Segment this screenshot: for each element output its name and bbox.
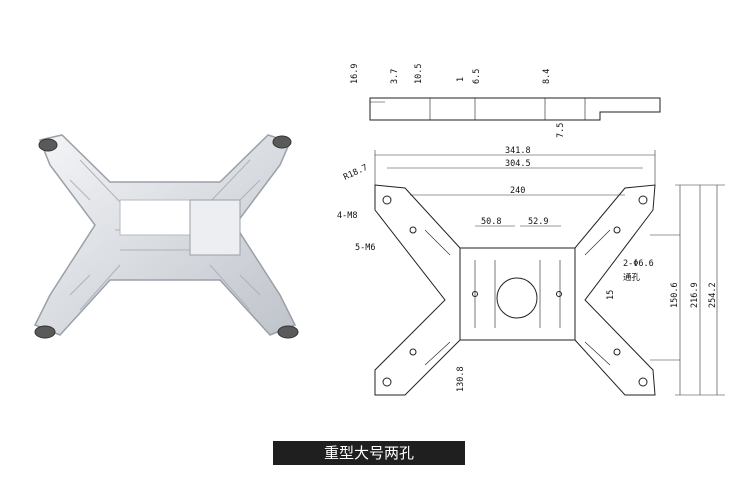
mount-holes [382, 195, 648, 387]
side-view [369, 97, 661, 121]
bottom-dim-label: 130.8 [456, 366, 466, 392]
mount-plate [189, 199, 241, 256]
caption-bar: 重型大号两孔 [273, 441, 465, 465]
side-dim-1: 16.9 [350, 64, 360, 84]
side-dim-2: 3.7 [390, 69, 400, 84]
side-dim-4: 1 [456, 77, 466, 82]
radius-label: R18.7 [342, 163, 369, 183]
overall-height-label: 254.2 [708, 282, 718, 308]
center-left-label: 50.8 [481, 217, 501, 227]
center-right-label: 52.9 [528, 217, 548, 227]
side-dim-6: 8.4 [542, 69, 552, 84]
mount-holes-label: 4-M8 [337, 211, 357, 221]
side-dim-3: 10.5 [414, 64, 424, 84]
offset-label: 15 [606, 290, 616, 300]
hole-span-label: 304.5 [505, 159, 531, 169]
through-note-label: 通孔 [623, 272, 641, 283]
frame-photo [33, 134, 299, 339]
top-view [374, 184, 656, 396]
through-holes-label: 2-Φ6.6 [623, 259, 654, 269]
side-dim-5: 6.5 [472, 69, 482, 84]
mid-height-label: 216.9 [690, 282, 700, 308]
damper-feet [34, 135, 299, 339]
side-dim-7: 7.5 [556, 123, 566, 138]
overall-width-label: 341.8 [505, 146, 531, 156]
inner-width-label: 240 [510, 186, 525, 196]
inner-height-label: 150.6 [670, 282, 680, 308]
center-holes-label: 5-M6 [355, 243, 375, 253]
technical-drawing: 16.9 3.7 10.5 1 6.5 8.4 7.5 341.8 304.5 … [337, 64, 725, 396]
